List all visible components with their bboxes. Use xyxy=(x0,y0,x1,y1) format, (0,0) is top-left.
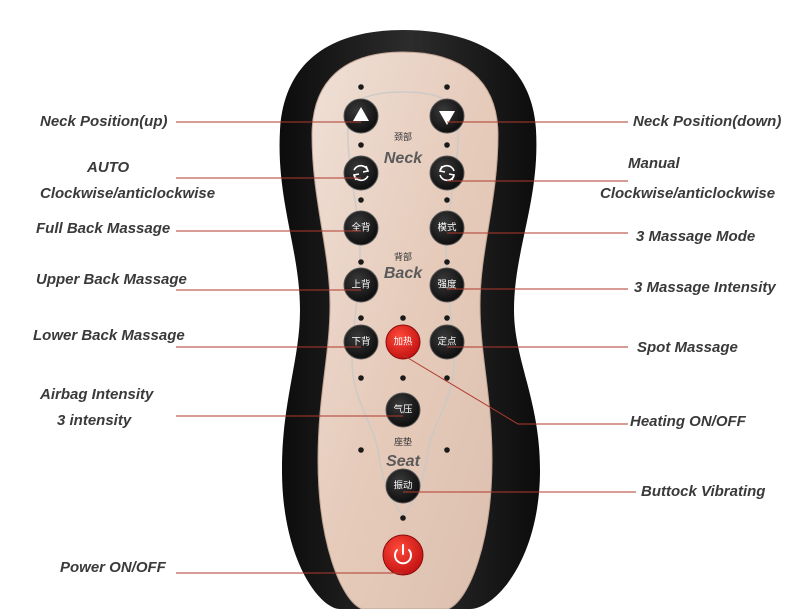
zone-back-cn: 背部 xyxy=(394,251,412,263)
neck-down-button[interactable] xyxy=(429,98,465,134)
lower-back-button[interactable]: 下背 xyxy=(343,324,379,360)
label-neck-up: Neck Position(up) xyxy=(40,113,168,130)
label-manual-line2: Clockwise/anticlockwise xyxy=(600,185,776,202)
label-manual-line1: Manual xyxy=(628,155,680,172)
label-spot: Spot Massage xyxy=(637,339,738,356)
spot-button[interactable]: 定点 xyxy=(429,324,465,360)
auto-rotate-button[interactable] xyxy=(343,155,379,191)
lower-back-button-label: 下背 xyxy=(351,336,370,348)
airbag-button-label: 气压 xyxy=(393,404,413,416)
label-buttock: Buttock Vibrating xyxy=(641,483,766,500)
label-lower-back: Lower Back Massage xyxy=(33,327,185,344)
zone-back-en: Back xyxy=(384,265,423,282)
zone-neck-cn: 颈部 xyxy=(394,131,412,143)
triangle-down-icon xyxy=(439,111,455,125)
triangle-up-icon xyxy=(353,107,369,121)
power-button[interactable] xyxy=(382,534,424,576)
label-airbag-line1: Airbag Intensity xyxy=(40,386,154,403)
full-back-button-label: 全背 xyxy=(351,222,370,234)
full-back-button[interactable]: 全背 xyxy=(343,210,379,246)
mode-button-label: 模式 xyxy=(437,222,457,234)
label-full-back: Full Back Massage xyxy=(36,220,171,237)
label-auto-line1: AUTO xyxy=(87,159,130,176)
intensity-button-label: 强度 xyxy=(437,279,457,291)
upper-back-button[interactable]: 上背 xyxy=(343,267,379,303)
neck-up-button[interactable] xyxy=(343,98,379,134)
heat-button-label: 加热 xyxy=(393,336,413,348)
zone-neck-en: Neck xyxy=(384,150,423,167)
leader-lines xyxy=(176,121,636,574)
power-icon xyxy=(394,544,412,565)
label-auto-line2: Clockwise/anticlockwise xyxy=(40,185,216,202)
label-intensity: 3 Massage Intensity xyxy=(634,279,776,296)
zone-seat-en: Seat xyxy=(386,453,420,470)
spot-button-label: 定点 xyxy=(437,336,457,348)
label-heating: Heating ON/OFF xyxy=(630,413,746,430)
rotate-icon xyxy=(438,164,456,182)
label-neck-down: Neck Position(down) xyxy=(633,113,782,130)
airbag-button[interactable]: 气压 xyxy=(385,392,421,428)
label-airbag-line2: 3 intensity xyxy=(57,412,132,429)
manual-rotate-button[interactable] xyxy=(429,155,465,191)
upper-back-button-label: 上背 xyxy=(351,279,370,291)
vibrate-button[interactable]: 振动 xyxy=(385,468,421,504)
heat-button[interactable]: 加热 xyxy=(385,324,421,360)
label-upper-back: Upper Back Massage xyxy=(36,271,187,288)
mode-button[interactable]: 模式 xyxy=(429,210,465,246)
label-power: Power ON/OFF xyxy=(60,559,166,576)
zone-seat-cn: 座垫 xyxy=(394,436,412,448)
vibrate-button-label: 振动 xyxy=(393,480,412,492)
label-mode: 3 Massage Mode xyxy=(636,228,756,245)
intensity-button[interactable]: 强度 xyxy=(429,267,465,303)
indicator-dots xyxy=(358,84,450,521)
